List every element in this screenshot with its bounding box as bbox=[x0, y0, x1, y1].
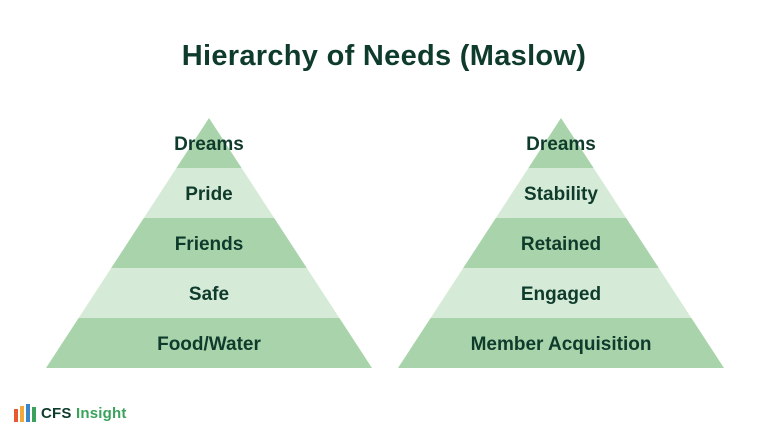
pyramid-2-tier-1 bbox=[528, 118, 594, 168]
pyramid-1-tier-4 bbox=[78, 268, 340, 318]
pyramid-1-tier-1 bbox=[176, 118, 242, 168]
pyramid-1-tier-3 bbox=[111, 218, 307, 268]
pyramid-1-label-1: Dreams bbox=[174, 134, 244, 155]
pyramid-2-tier-5 bbox=[398, 318, 724, 368]
pyramid-1-label-3: Friends bbox=[175, 234, 244, 255]
logo-text: CFS Insight bbox=[41, 405, 127, 422]
pyramid-1-label-2: Pride bbox=[185, 184, 233, 205]
logo-bars-icon bbox=[14, 404, 36, 422]
page-title: Hierarchy of Needs (Maslow) bbox=[181, 40, 587, 72]
pyramid-1-label-4: Safe bbox=[189, 284, 229, 305]
pyramid-2-label-4: Engaged bbox=[521, 284, 601, 305]
pyramid-1-tier-5 bbox=[46, 318, 372, 368]
pyramid-2-tier-3 bbox=[463, 218, 659, 268]
pyramid-2-label-2: Stability bbox=[524, 184, 598, 205]
pyramid-2-label-3: Retained bbox=[521, 234, 601, 255]
pyramid-2-label-5: Member Acquisition bbox=[471, 334, 652, 355]
pyramid-2-tier-2 bbox=[495, 168, 627, 218]
cfs-insight-logo: CFS Insight bbox=[14, 402, 127, 424]
logo-product: Insight bbox=[75, 404, 127, 422]
logo-brand: CFS bbox=[41, 404, 72, 422]
pyramid-2-tier-4 bbox=[430, 268, 692, 318]
pyramid-1-tier-2 bbox=[143, 168, 275, 218]
pyramid-2-label-1: Dreams bbox=[526, 134, 596, 155]
pyramid-1-label-5: Food/Water bbox=[157, 334, 261, 355]
